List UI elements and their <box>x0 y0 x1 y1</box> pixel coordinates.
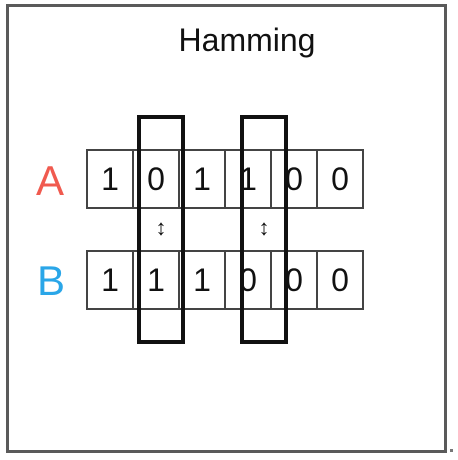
diagram-title: Hamming <box>178 22 316 58</box>
bit-cell-a-6: 0 <box>316 149 364 209</box>
bit-cell-a-3: 1 <box>178 149 226 209</box>
bit-cell-b-4: 0 <box>224 250 272 310</box>
bit-cell-b-5: 0 <box>270 250 318 310</box>
bit-row-a: 1 0 1 1 0 0 <box>86 149 364 209</box>
bit-cell-a-5: 0 <box>270 149 318 209</box>
bit-cell-a-2: 0 <box>132 149 180 209</box>
bit-cell-b-6: 0 <box>316 250 364 310</box>
bit-cell-b-3: 1 <box>178 250 226 310</box>
corner-mark <box>450 449 453 452</box>
up-down-arrow-icon: ↕ <box>155 215 167 240</box>
bit-cell-a-1: 1 <box>86 149 134 209</box>
bit-cell-a-4: 1 <box>224 149 272 209</box>
diagram-frame <box>6 4 447 453</box>
bit-row-b: 1 1 1 0 0 0 <box>86 250 364 310</box>
up-down-arrow-icon: ↕ <box>258 215 270 240</box>
bit-cell-b-2: 1 <box>132 250 180 310</box>
row-label-b: B <box>37 257 66 304</box>
row-label-a: A <box>36 157 65 204</box>
bit-cell-b-1: 1 <box>86 250 134 310</box>
